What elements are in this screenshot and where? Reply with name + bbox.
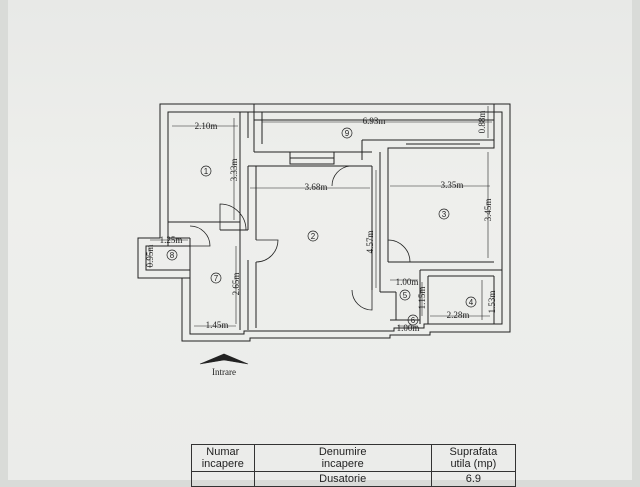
room-number-7: 7	[214, 274, 219, 283]
dim-room1-width: 2.10m	[195, 121, 218, 131]
legend-header-area: Suprafata utila (mp)	[430, 444, 517, 472]
door-room2	[255, 239, 279, 263]
outer-wall	[137, 103, 511, 342]
dim-corridor-length: 6.93m	[363, 116, 386, 126]
dim-corridor-width: 0.88m	[477, 111, 487, 134]
dim-room3-width: 3.35m	[441, 180, 464, 190]
legend-cell-number	[191, 471, 255, 487]
room-number-8: 8	[170, 251, 175, 260]
dim-room3-height: 3.45m	[483, 199, 493, 222]
legend-cell-area: 6.9	[430, 471, 517, 487]
dim-room2-width: 3.68m	[305, 182, 328, 192]
legend-header-row: Numar incapere Denumire incapere Suprafa…	[191, 444, 517, 472]
door-room1	[219, 203, 247, 231]
dim-room4-height: 1.53m	[487, 291, 497, 314]
dim-room1-height: 3.33m	[229, 159, 239, 182]
paper-sheet	[8, 0, 632, 480]
room-number-1: 1	[204, 167, 209, 176]
room-number-6: 6	[411, 316, 416, 325]
table-row: Dusatorie 6.9	[191, 471, 517, 487]
inner-wall	[145, 111, 503, 335]
dim-room6-width: 1.00m	[397, 323, 420, 333]
dim-room8-height: 0.95m	[145, 245, 155, 268]
dim-room4-width: 2.28m	[447, 310, 470, 320]
entrance-arrow-icon	[199, 353, 249, 365]
legend-cell-name: Dusatorie	[253, 471, 432, 487]
entrance-label: Intrare	[212, 367, 236, 377]
dim-room5-width: 1.00m	[396, 277, 419, 287]
door-corridor	[330, 165, 351, 187]
door-room5	[351, 289, 373, 311]
dim-room7-height: 2.65m	[231, 273, 241, 296]
room-number-3: 3	[442, 210, 447, 219]
dim-room2-height: 4.57m	[365, 231, 375, 254]
room-number-5: 5	[403, 291, 408, 300]
dim-room8-width: 1.25m	[160, 235, 183, 245]
room-number-4: 4	[469, 298, 474, 307]
door-room3	[387, 239, 411, 263]
dim-room5-height: 1.15m	[417, 287, 427, 310]
legend-header-name: Denumire incapere	[253, 444, 432, 472]
room-number-2: 2	[311, 232, 316, 241]
room-number-9: 9	[345, 129, 350, 138]
door-room8	[189, 225, 211, 247]
legend-header-number: Numar incapere	[191, 444, 255, 472]
dim-room7-width: 1.45m	[206, 320, 229, 330]
room-legend-table: Numar incapere Denumire incapere Suprafa…	[191, 444, 517, 487]
